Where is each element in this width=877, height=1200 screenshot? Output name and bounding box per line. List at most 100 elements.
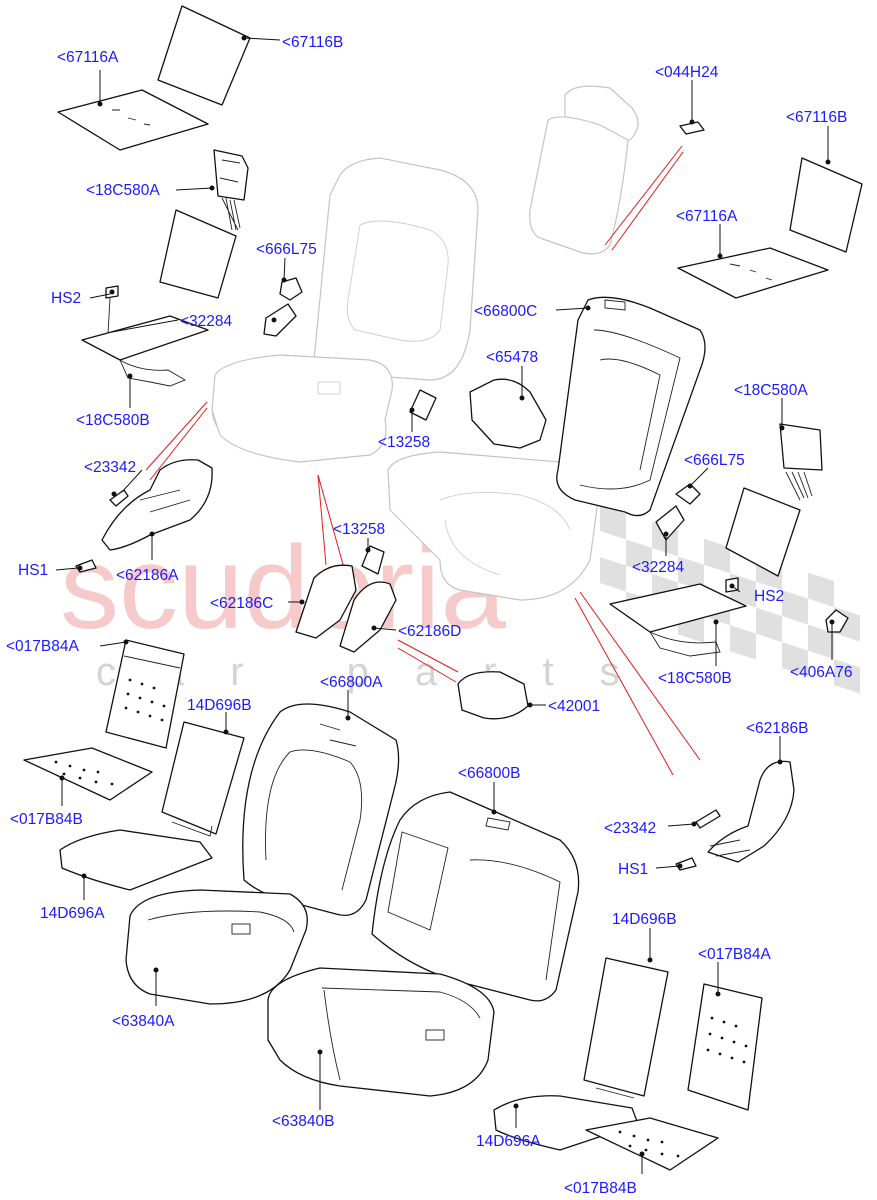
- callout-017b84a-left: <017B84A: [6, 638, 79, 655]
- hinge-cover-panel: [159, 209, 237, 299]
- perforated-pad-017b84b: [23, 747, 153, 801]
- callout-62186c: <62186C: [210, 595, 273, 612]
- callout-labels: <67116A <67116B <18C580A <666L75 HS2 <32…: [6, 34, 853, 1197]
- lower-left-pads: [23, 639, 245, 891]
- ghost-rear-cushion-seam: [439, 491, 571, 531]
- perforated-pad-017b84a-right: [687, 983, 763, 1111]
- callout-14d696b-right: 14D696B: [612, 911, 677, 928]
- callout-18c580b-left: <18C580B: [76, 412, 150, 429]
- reference-lines: [145, 145, 701, 776]
- ghost-cushion-base: [211, 409, 387, 463]
- perforated-pad-017b84a: [105, 639, 185, 749]
- ghost-rear-cushion-seam-2: [444, 519, 501, 576]
- callout-13258-upper: <13258: [378, 434, 430, 451]
- perforated-pad-017b84b-right: [585, 1117, 719, 1171]
- ghost-rear-cushion: [387, 451, 599, 601]
- callout-42001: <42001: [548, 698, 600, 715]
- bracket-13258-upper: [409, 389, 437, 421]
- callout-67116a-left: <67116A: [57, 49, 119, 66]
- callout-017b84a-right: <017B84A: [698, 946, 771, 963]
- callout-14d696a-left: 14D696A: [40, 905, 105, 922]
- checkerboard-watermark: [600, 505, 860, 694]
- clip-parts-right: [655, 483, 701, 541]
- callout-62186b: <62186B: [746, 720, 809, 737]
- callout-62186d: <62186D: [398, 623, 461, 640]
- flap-pair-left: [57, 5, 251, 151]
- flap-upper-left: [157, 5, 251, 106]
- ghost-backrest: [313, 157, 479, 381]
- callout-63840b: <63840B: [272, 1113, 335, 1130]
- ghost-backrest-panel: [346, 220, 449, 342]
- lower-right-pads: [493, 957, 763, 1171]
- callout-017b84b-left: <017B84B: [10, 811, 83, 828]
- side-trim-right: [675, 759, 795, 871]
- callout-67116b-left: <67116B: [282, 34, 343, 51]
- ghost-rear-backrest: [529, 116, 629, 255]
- callout-14d696a-right: 14D696A: [476, 1133, 541, 1150]
- backrest-66800a: [242, 703, 400, 917]
- callout-hs2-left: HS2: [51, 290, 81, 307]
- callout-666l75-left: <666L75: [256, 241, 317, 258]
- trim-62186a: [101, 459, 213, 551]
- latch-mechanism: [119, 358, 187, 387]
- pad-65478: [469, 378, 547, 449]
- flap-upper-right: [789, 157, 863, 253]
- callout-66800a: <66800A: [320, 674, 383, 691]
- callout-hs1-left: HS1: [18, 562, 48, 579]
- trim-62186b: [707, 760, 795, 863]
- flap-pair-right: [677, 157, 863, 299]
- bracket-13258-lower: [361, 545, 385, 575]
- hinge-bracket: [213, 149, 249, 201]
- clip-parts-center: [263, 277, 303, 337]
- callout-66800b: <66800B: [458, 765, 521, 782]
- callout-32284-right: <32284: [632, 559, 685, 576]
- hinge-bracket-right: [779, 423, 823, 471]
- callout-14d696b-left: 14D696B: [187, 697, 252, 714]
- callout-18c580a-right: <18C580A: [734, 382, 808, 399]
- clip-666l75: [279, 277, 303, 301]
- callout-hs1-right: HS1: [618, 861, 648, 878]
- callout-18c580a-left: <18C580A: [86, 182, 160, 199]
- callout-23342-left: <23342: [84, 459, 136, 476]
- hinge-mechanism-left: [159, 149, 249, 299]
- trim-62186d: [339, 581, 397, 653]
- leader-lines: [55, 37, 833, 1174]
- backrest-frame-66800c: [556, 296, 706, 517]
- callout-406a76: <406A76: [790, 664, 853, 681]
- cushion-63840a: [125, 889, 308, 1005]
- latch-plate: [81, 315, 209, 361]
- callout-32284-left: <32284: [180, 313, 233, 330]
- callout-18c580b-right: <18C580B: [658, 670, 732, 687]
- callout-23342-right: <23342: [604, 820, 656, 837]
- flap-lower-right: [677, 247, 829, 299]
- callout-13258-lower: <13258: [333, 521, 385, 538]
- callout-hs2-right: HS2: [754, 588, 784, 605]
- callout-67116a-right: <67116A: [676, 208, 738, 225]
- clip-32284: [263, 303, 297, 337]
- callout-62186a: <62186A: [116, 567, 179, 584]
- pad-14d696a-left: [59, 829, 213, 891]
- backrest-66800b: [371, 791, 580, 1002]
- cushion-63840b: [267, 967, 495, 1097]
- hinge-mechanism-right: [725, 423, 823, 577]
- flap-lower-left: [57, 89, 209, 151]
- ghost-seat-assembly: [211, 85, 639, 601]
- side-trim-center: [295, 545, 397, 653]
- callout-017b84b-right: <017B84B: [564, 1180, 637, 1197]
- tag-044h24: [679, 119, 705, 135]
- side-trim-left: [75, 459, 213, 573]
- callout-65478: <65478: [486, 349, 538, 366]
- ghost-cushion-tag: [317, 381, 341, 395]
- callout-66800c: <66800C: [474, 303, 537, 320]
- clip-23342: [109, 489, 129, 507]
- clip-23342-right: [695, 809, 721, 829]
- backrest-66800c: [556, 296, 706, 517]
- callout-666l75-right: <666L75: [684, 452, 745, 469]
- callout-044h24: <044H24: [655, 64, 719, 81]
- trim-62186c: [295, 564, 357, 639]
- panel-14d696b-right: [583, 957, 669, 1097]
- callout-63840a: <63840A: [112, 1013, 175, 1030]
- panel-14d696b-left: [161, 721, 245, 835]
- callout-67116b-right: <67116B: [786, 109, 847, 126]
